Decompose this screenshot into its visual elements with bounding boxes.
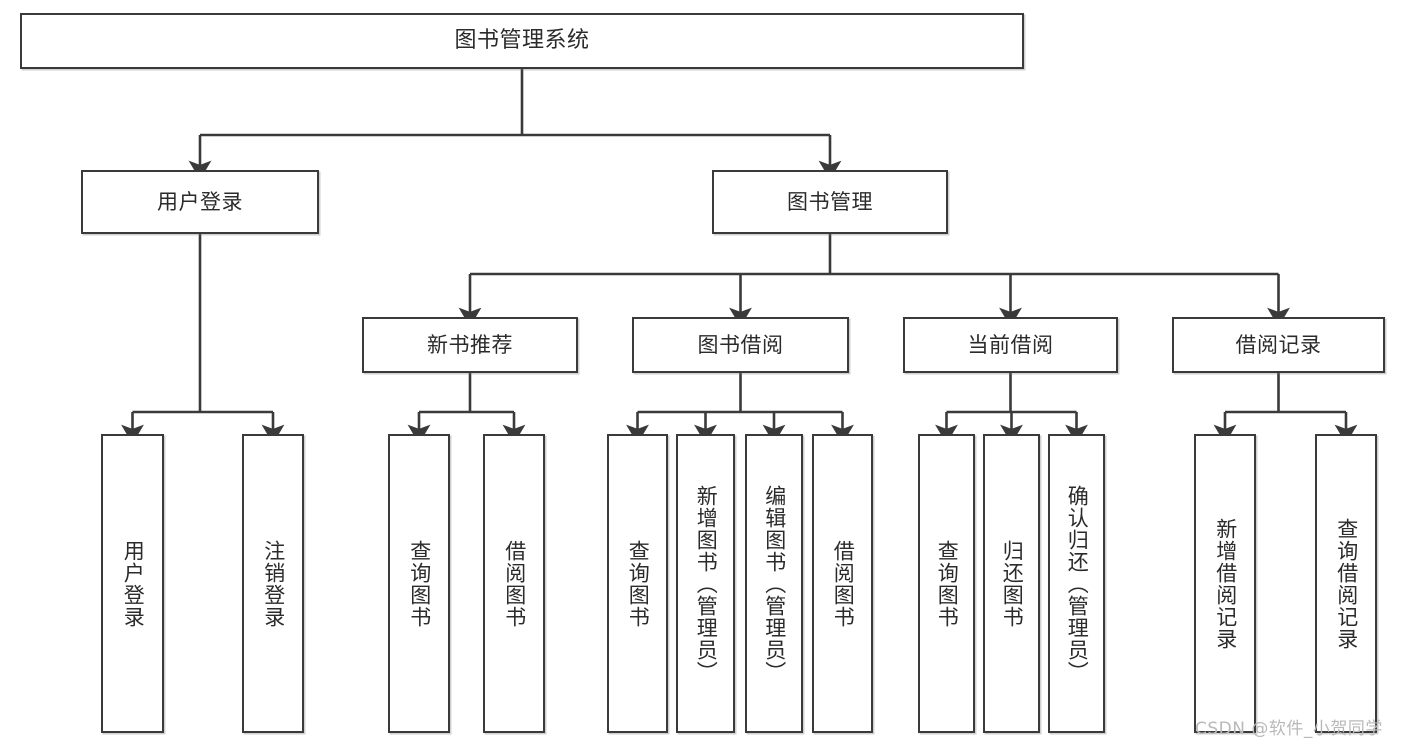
node-label: 查询图书 — [407, 539, 432, 628]
node-label: 借阅图书 — [502, 539, 527, 628]
node-label: 归还图书 — [1000, 539, 1025, 628]
node-label: 借阅图书 — [831, 539, 856, 628]
csdn-watermark: CSDN @软件_小贺同学 — [1195, 719, 1383, 739]
node-label: 编辑图书（管理员） — [762, 484, 787, 683]
node-label: 新增图书（管理员） — [694, 484, 719, 683]
node-label: 图书借阅 — [697, 332, 784, 357]
node-label: 新增借阅记录 — [1213, 517, 1238, 650]
node-l-q3[interactable]: 查询图书 — [918, 434, 975, 733]
node-l-b1[interactable]: 借阅图书 — [483, 434, 545, 733]
node-l-b2[interactable]: 借阅图书 — [812, 434, 873, 733]
node-n-record[interactable]: 借阅记录 — [1172, 317, 1385, 373]
node-l-q1[interactable]: 查询图书 — [388, 434, 450, 733]
node-label: 查询图书 — [935, 539, 960, 628]
node-n-bookmg[interactable]: 图书管理 — [712, 170, 948, 234]
node-l-addrec[interactable]: 新增借阅记录 — [1194, 434, 1256, 733]
node-l-logout[interactable]: 注销登录 — [242, 434, 304, 733]
node-label: 用户登录 — [121, 539, 146, 628]
node-label: 查询图书 — [626, 539, 651, 628]
node-l-edit[interactable]: 编辑图书（管理员） — [745, 434, 803, 733]
node-label: 确认归还（管理员） — [1065, 484, 1090, 683]
node-label: 图书管理系统 — [454, 28, 590, 54]
node-l-qrec[interactable]: 查询借阅记录 — [1315, 434, 1377, 733]
node-label: 当前借阅 — [967, 332, 1054, 357]
node-n-login[interactable]: 用户登录 — [81, 170, 319, 234]
node-l-return[interactable]: 归还图书 — [983, 434, 1040, 733]
node-label: 注销登录 — [261, 539, 286, 628]
node-root[interactable]: 图书管理系统 — [20, 13, 1024, 69]
node-label: 新书推荐 — [427, 332, 513, 357]
node-n-borrow[interactable]: 图书借阅 — [632, 317, 849, 373]
node-label: 查询借阅记录 — [1334, 517, 1359, 650]
node-l-userlogin[interactable]: 用户登录 — [101, 434, 164, 733]
node-n-newrec[interactable]: 新书推荐 — [362, 317, 578, 373]
node-l-confirm[interactable]: 确认归还（管理员） — [1048, 434, 1105, 733]
node-label: 用户登录 — [157, 189, 243, 214]
node-l-q2[interactable]: 查询图书 — [607, 434, 668, 733]
node-label: 借阅记录 — [1235, 332, 1322, 357]
node-label: 图书管理 — [787, 189, 873, 214]
node-n-curr[interactable]: 当前借阅 — [903, 317, 1118, 373]
node-l-add[interactable]: 新增图书（管理员） — [676, 434, 735, 733]
